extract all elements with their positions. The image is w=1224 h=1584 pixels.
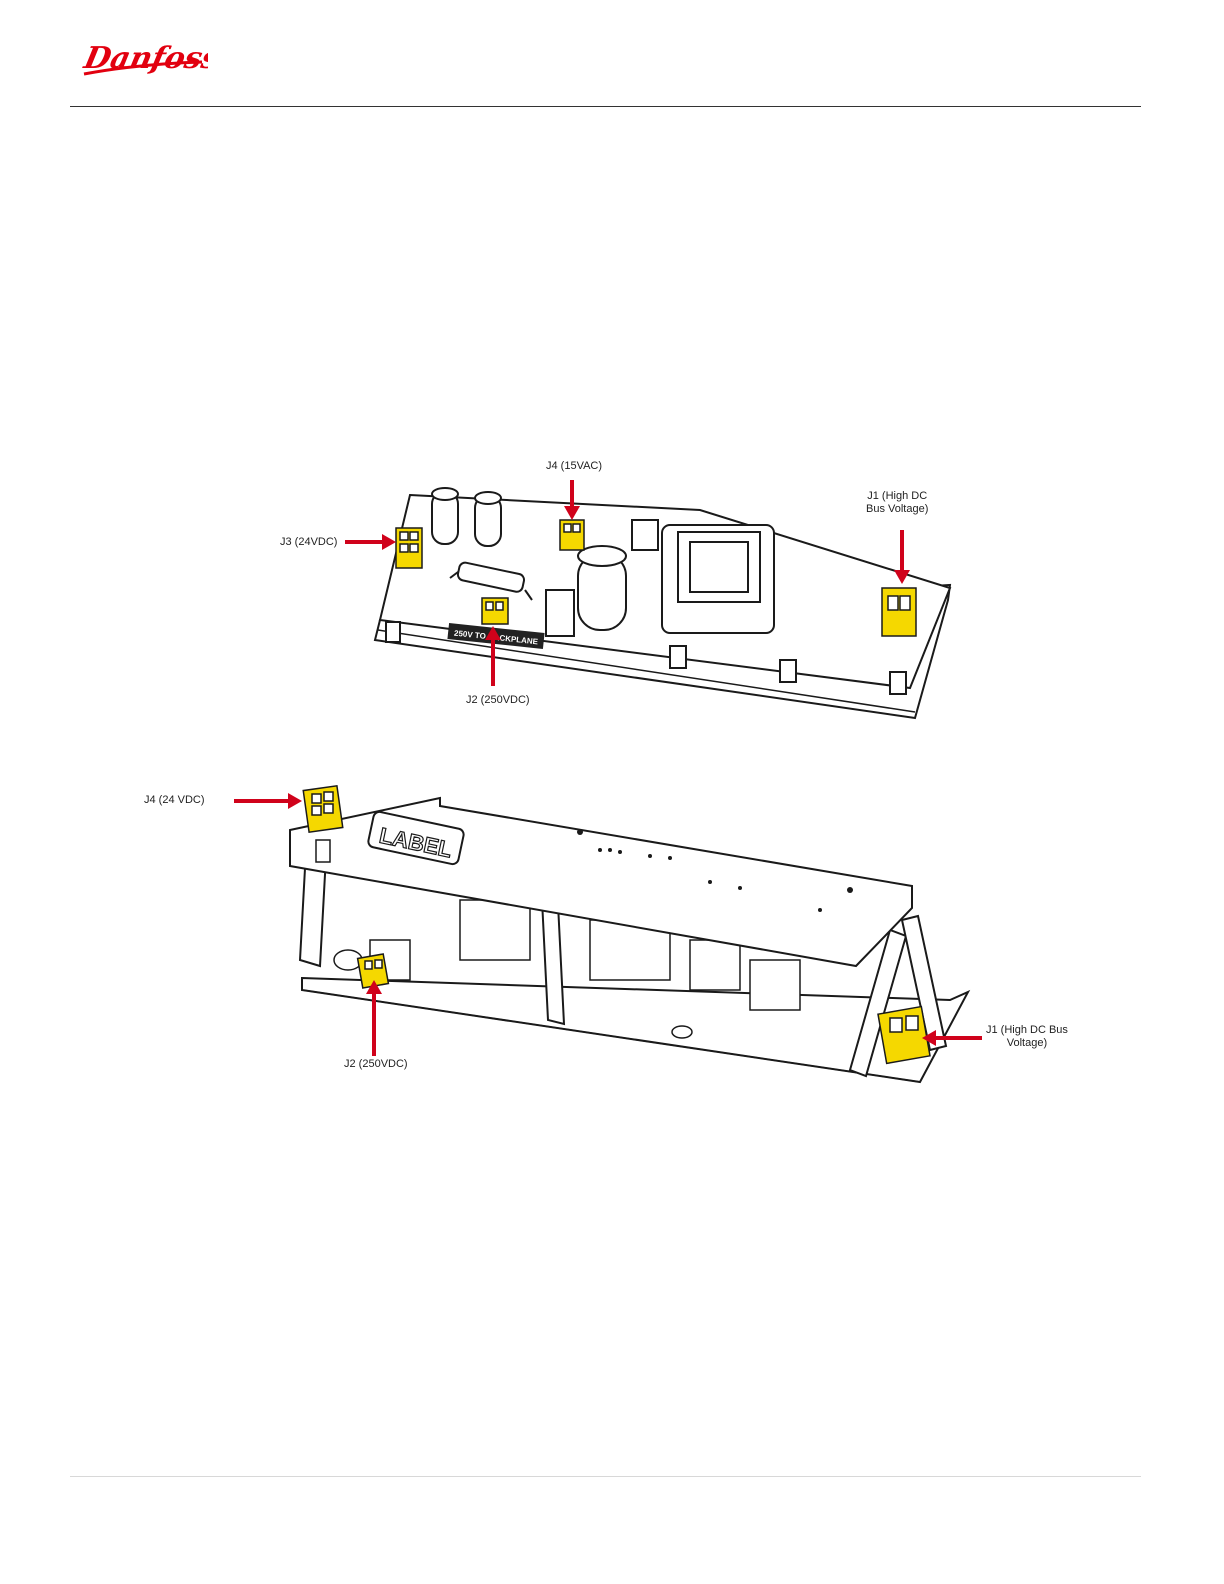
callout-j1-high-dc-bus: J1 (High DC Bus Voltage) [986, 1024, 1068, 1050]
callout-j1-line1: J1 (High DC [866, 490, 928, 503]
callout-j1-bus-line1: J1 (High DC Bus [986, 1024, 1068, 1037]
connector-j4 [560, 520, 584, 550]
connector-j1-high-dc [878, 1007, 930, 1064]
header-divider [70, 106, 1141, 107]
callout-j1-bus-line2: Voltage) [986, 1037, 1068, 1050]
connector-j3 [396, 528, 422, 568]
callout-j4-24vdc: J4 (24 VDC) [144, 794, 205, 807]
callout-j1-high-dc: J1 (High DC Bus Voltage) [866, 490, 928, 516]
connector-j2 [482, 598, 508, 624]
connector-j1 [882, 588, 916, 636]
transformer [662, 525, 774, 633]
danfoss-logo: Danfoss [78, 34, 208, 82]
connector-j4-24vdc [303, 786, 343, 832]
callout-j2-250vdc: J2 (250VDC) [466, 694, 530, 707]
footer-divider [70, 1476, 1141, 1477]
callout-j1-line2: Bus Voltage) [866, 503, 928, 516]
power-board-figure: 250V TO BACKPLANE [270, 450, 970, 730]
control-board-figure: LABEL [130, 770, 1090, 1140]
callout-j3-24vdc: J3 (24VDC) [280, 536, 337, 549]
callout-j2-250vdc-bottom: J2 (250VDC) [344, 1058, 408, 1071]
callout-j4-15vac: J4 (15VAC) [546, 460, 602, 473]
